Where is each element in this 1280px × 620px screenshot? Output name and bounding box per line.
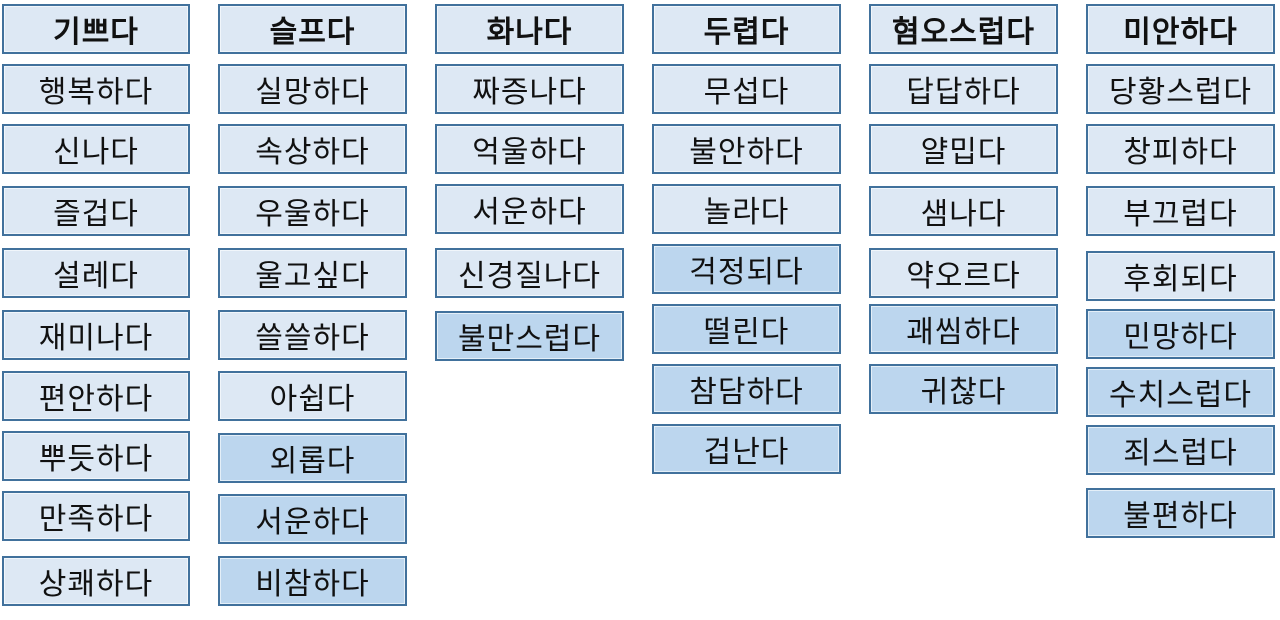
emotion-word-box: 얄밉다: [869, 124, 1058, 174]
emotion-word-box: 재미나다: [2, 310, 190, 360]
emotion-word-box: 놀라다: [652, 184, 841, 234]
emotion-word-box: 아쉽다: [218, 371, 407, 421]
category-header: 기쁘다: [2, 4, 190, 54]
emotion-word-box: 민망하다: [1086, 309, 1275, 359]
emotion-word-box: 불만스럽다: [435, 311, 624, 361]
emotion-word-box: 무섭다: [652, 64, 841, 114]
emotion-word-box: 우울하다: [218, 186, 407, 236]
emotion-word-box: 답답하다: [869, 64, 1058, 114]
emotion-word-box: 약오르다: [869, 248, 1058, 298]
emotion-word-box: 당황스럽다: [1086, 64, 1275, 114]
emotion-word-box: 속상하다: [218, 124, 407, 174]
emotion-word-box: 설레다: [2, 248, 190, 298]
emotion-word-box: 서운하다: [218, 494, 407, 544]
emotion-word-box: 상쾌하다: [2, 556, 190, 606]
category-header: 두렵다: [652, 4, 841, 54]
emotion-word-box: 창피하다: [1086, 124, 1275, 174]
emotion-word-box: 울고싶다: [218, 248, 407, 298]
emotion-word-box: 샘나다: [869, 186, 1058, 236]
emotion-word-box: 신경질나다: [435, 248, 624, 298]
emotion-word-box: 뿌듯하다: [2, 431, 190, 481]
emotion-word-box: 참담하다: [652, 364, 841, 414]
emotion-word-box: 실망하다: [218, 64, 407, 114]
emotion-word-box: 떨린다: [652, 304, 841, 354]
category-header: 슬프다: [218, 4, 407, 54]
emotion-word-box: 부끄럽다: [1086, 186, 1275, 236]
emotion-word-box: 신나다: [2, 124, 190, 174]
emotion-word-box: 죄스럽다: [1086, 425, 1275, 475]
emotion-word-box: 괘씸하다: [869, 304, 1058, 354]
category-header: 미안하다: [1086, 4, 1275, 54]
emotion-word-box: 겁난다: [652, 424, 841, 474]
emotion-word-box: 비참하다: [218, 556, 407, 606]
category-header: 혐오스럽다: [869, 4, 1058, 54]
emotion-word-box: 짜증나다: [435, 64, 624, 114]
emotion-word-box: 서운하다: [435, 184, 624, 234]
emotion-word-box: 행복하다: [2, 64, 190, 114]
emotion-word-box: 후회되다: [1086, 251, 1275, 301]
emotion-word-box: 수치스럽다: [1086, 367, 1275, 417]
emotion-word-box: 즐겁다: [2, 186, 190, 236]
emotion-word-box: 억울하다: [435, 124, 624, 174]
emotion-word-box: 걱정되다: [652, 244, 841, 294]
category-header: 화나다: [435, 4, 624, 54]
emotion-word-box: 쓸쓸하다: [218, 310, 407, 360]
emotion-word-box: 외롭다: [218, 433, 407, 483]
emotion-word-box: 만족하다: [2, 491, 190, 541]
emotion-word-box: 귀찮다: [869, 364, 1058, 414]
emotion-word-box: 편안하다: [2, 371, 190, 421]
emotion-word-box: 불안하다: [652, 124, 841, 174]
emotion-word-box: 불편하다: [1086, 488, 1275, 538]
